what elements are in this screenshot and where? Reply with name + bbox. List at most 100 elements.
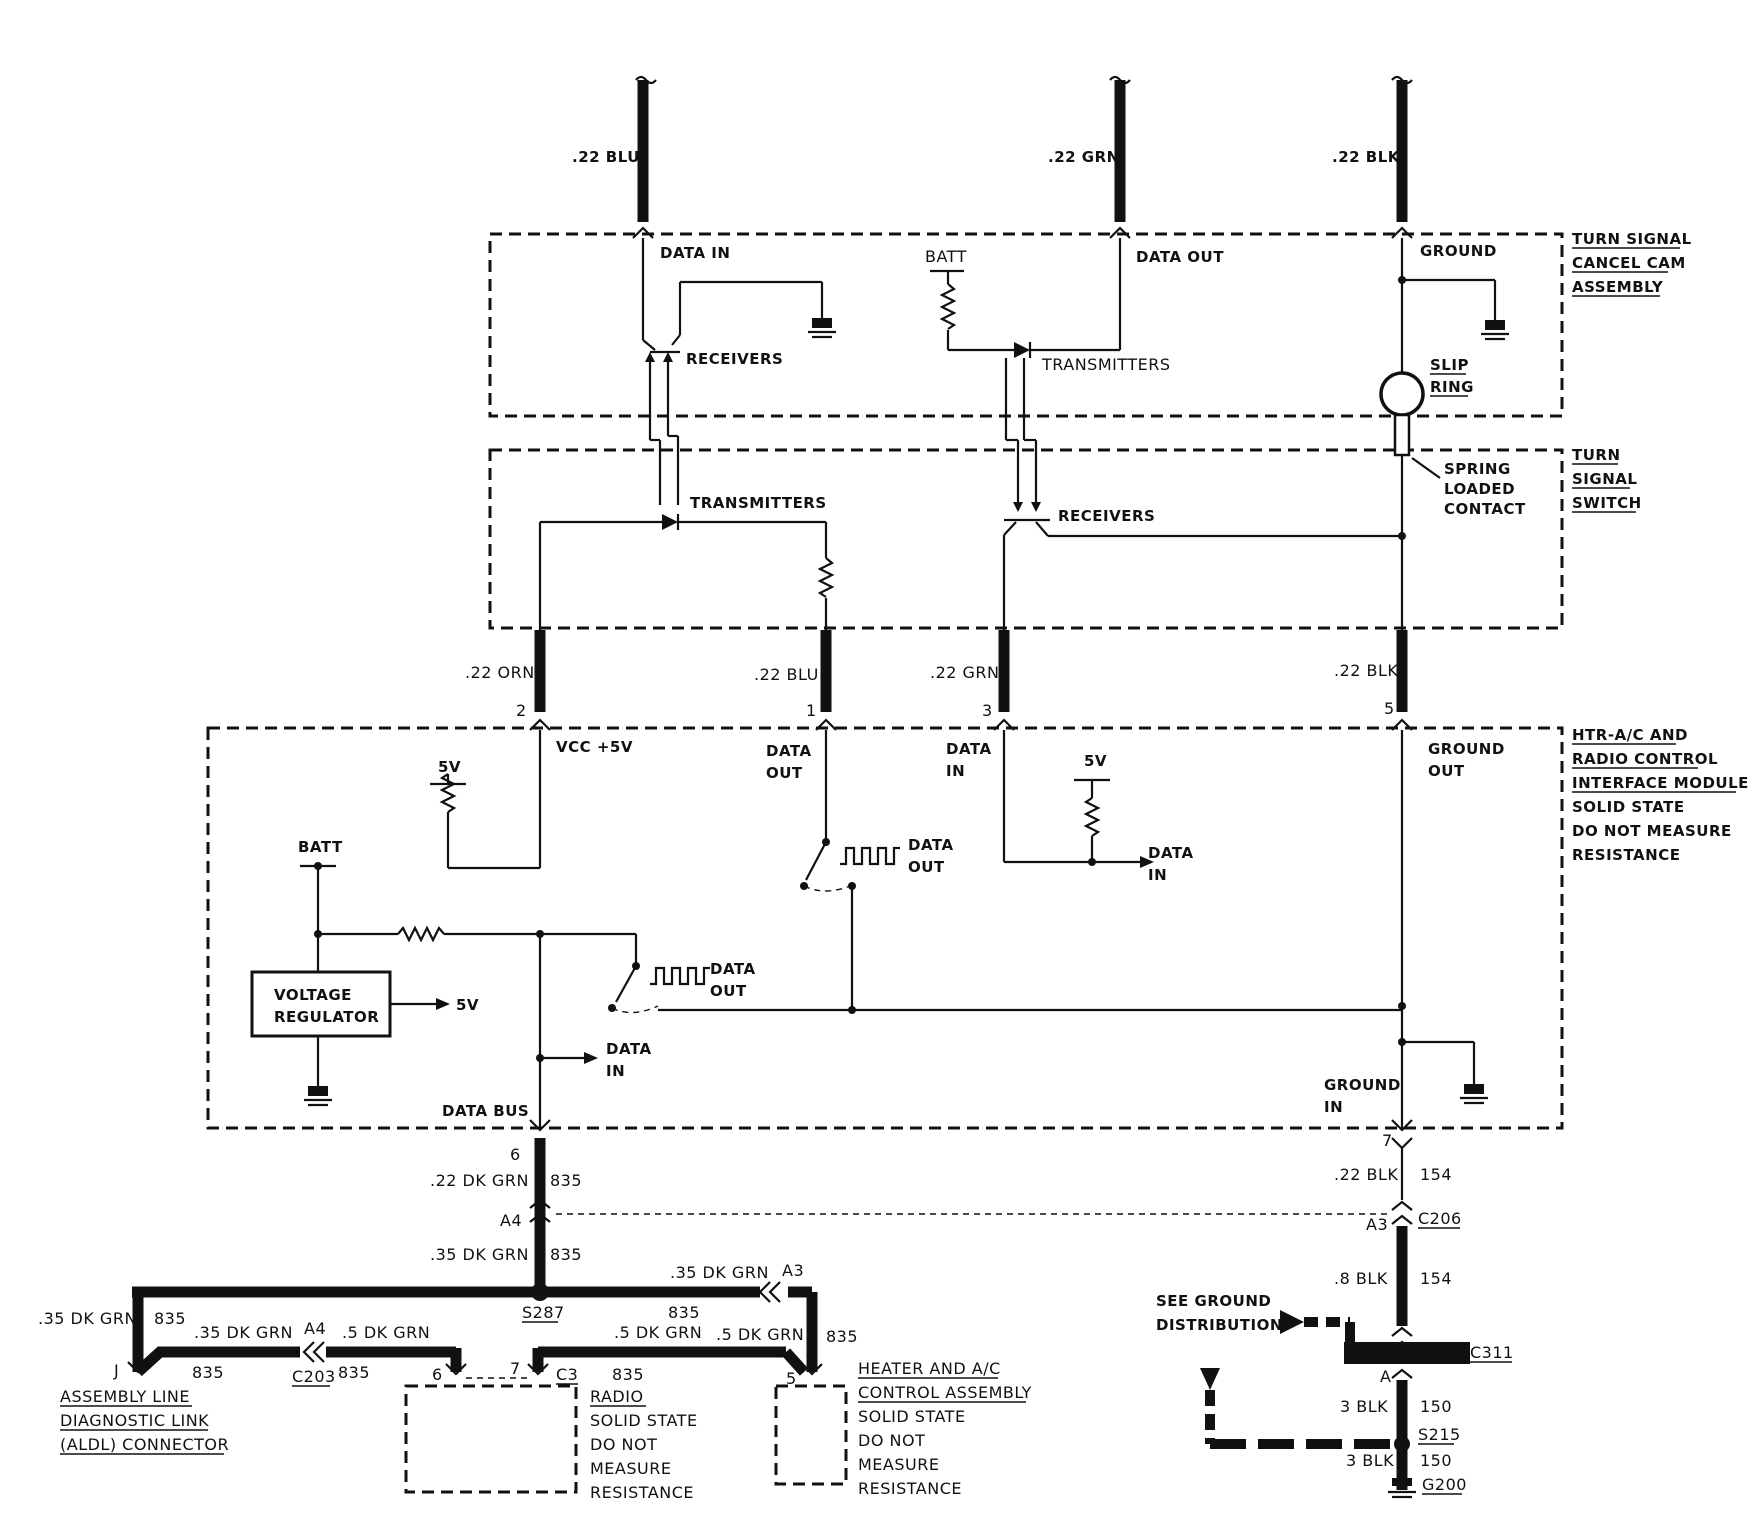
wire-label: .22 BLK xyxy=(1334,1165,1398,1184)
connector-icon xyxy=(1391,1368,1413,1379)
circuit-number: 835 xyxy=(550,1245,582,1264)
ground-label: GROUND xyxy=(1420,242,1497,260)
pulse-train-icon xyxy=(650,966,710,986)
pin-number: 5 xyxy=(786,1369,797,1388)
connector-icon xyxy=(1391,1137,1413,1150)
connector-label: C3 xyxy=(556,1365,578,1384)
splice-icon xyxy=(531,1283,549,1301)
component-title: HTR-A/C AND xyxy=(1572,726,1688,744)
resistor-icon xyxy=(1083,797,1101,837)
cancel-cam-assembly: TURN SIGNAL CANCEL CAM ASSEMBLY DATA IN … xyxy=(488,230,1691,418)
circuit-number: 835 xyxy=(154,1309,186,1328)
ground-icon xyxy=(812,318,832,328)
arrow-icon xyxy=(1280,1310,1304,1334)
circuit-number: 835 xyxy=(338,1363,370,1382)
connector-label: C311 xyxy=(1470,1343,1514,1362)
connector-icon xyxy=(1391,1214,1413,1225)
connector-icon xyxy=(527,1363,549,1376)
diode-icon xyxy=(662,514,678,530)
circuit-number: 835 xyxy=(612,1365,644,1384)
splice-label: S215 xyxy=(1418,1425,1461,1444)
radio-label: RESISTANCE xyxy=(590,1483,694,1502)
pin-number: 6 xyxy=(510,1145,521,1164)
c311-connector xyxy=(1344,1342,1470,1364)
component-boundary xyxy=(488,448,1564,630)
component-title: RADIO CONTROL xyxy=(1572,750,1718,768)
wire-label: .8 BLK xyxy=(1334,1269,1388,1288)
pin-number: 2 xyxy=(516,701,527,720)
see-ground-label: DISTRIBUTION xyxy=(1156,1316,1283,1334)
ground-icon xyxy=(1392,1478,1412,1486)
ground-out-label: GROUND xyxy=(1428,740,1505,758)
arrow-icon xyxy=(663,352,673,362)
connector-icon xyxy=(529,1212,551,1223)
wire-label: 3 BLK xyxy=(1340,1397,1388,1416)
ground-icon xyxy=(1485,320,1505,330)
heater-label: RESISTANCE xyxy=(858,1479,962,1498)
heater-label: SOLID STATE xyxy=(858,1407,966,1426)
slip-ring-label: RING xyxy=(1430,378,1474,396)
radio-box xyxy=(404,1384,578,1494)
ground-icon xyxy=(1464,1084,1484,1094)
heater-label: DO NOT xyxy=(858,1431,925,1450)
pin-number: 7 xyxy=(1382,1131,1393,1150)
slip-ring-label: SLIP xyxy=(1430,356,1469,374)
resistor-icon xyxy=(817,557,835,598)
connector-icon xyxy=(768,1281,781,1303)
connector-icon xyxy=(529,1198,551,1209)
data-out-label: OUT xyxy=(710,982,747,1000)
wire-label: .35 DK GRN xyxy=(194,1323,293,1342)
connector-label: A3 xyxy=(782,1261,804,1280)
pin-number: 6 xyxy=(432,1365,443,1384)
wire-label: .22 DK GRN xyxy=(430,1171,529,1190)
radio-label: RADIO xyxy=(590,1387,644,1406)
spring-contact-label: CONTACT xyxy=(1444,500,1526,518)
ground-in-label: IN xyxy=(1324,1098,1343,1116)
data-in-label: IN xyxy=(1148,866,1167,884)
connector-icon xyxy=(758,1281,771,1303)
mid-wires: .22 ORN .22 BLU .22 GRN .22 BLK 2 1 3 5 xyxy=(465,630,1413,731)
heater-label: CONTROL ASSEMBLY xyxy=(858,1383,1032,1402)
batt-label: BATT xyxy=(298,838,343,856)
wire-label: 3 BLK xyxy=(1346,1451,1394,1470)
data-out-label: DATA xyxy=(710,960,756,978)
pin-letter: J xyxy=(113,1361,119,1380)
see-ground-label: SEE GROUND xyxy=(1156,1292,1271,1310)
pin-number: 7 xyxy=(510,1359,521,1378)
pin-number: 5 xyxy=(1384,699,1395,718)
interface-module: HTR-A/C AND RADIO CONTROL INTERFACE MODU… xyxy=(206,726,1748,1130)
component-title: SWITCH xyxy=(1572,494,1642,512)
wire-label: .35 DK GRN xyxy=(430,1245,529,1264)
data-in-label: DATA xyxy=(946,740,992,758)
data-in-label: IN xyxy=(946,762,965,780)
regulator-label: VOLTAGE xyxy=(274,986,352,1004)
data-out-label: DATA xyxy=(766,742,812,760)
wire-label: .35 DK GRN xyxy=(670,1263,769,1282)
data-in-label: DATA IN xyxy=(660,244,730,262)
circuit-number: 154 xyxy=(1420,1269,1452,1288)
wire-label: .22 BLK xyxy=(1334,661,1398,680)
spring-contact-label: SPRING xyxy=(1444,460,1511,478)
data-in-label: DATA xyxy=(606,1040,652,1058)
wire-label: .22 ORN xyxy=(465,663,535,682)
splice-icon xyxy=(1394,1436,1410,1452)
component-title: CANCEL CAM xyxy=(1572,254,1686,272)
vcc-label: VCC +5V xyxy=(556,738,633,756)
wire-label: .35 DK GRN xyxy=(38,1309,137,1328)
ground-in-label: GROUND xyxy=(1324,1076,1401,1094)
data-in-label: DATA xyxy=(1148,844,1194,862)
wire-label: .22 GRN xyxy=(930,663,1000,682)
circuit-number: 835 xyxy=(192,1363,224,1382)
transmitters-label: TRANSMITTERS xyxy=(1041,355,1170,374)
connector-icon xyxy=(1391,1119,1413,1132)
voltage-label: 5V xyxy=(438,758,461,776)
component-title: TURN xyxy=(1572,446,1621,464)
circuit-number: 154 xyxy=(1420,1165,1452,1184)
voltage-label: 5V xyxy=(1084,752,1107,770)
heater-label: MEASURE xyxy=(858,1455,939,1474)
arrow-icon xyxy=(1031,502,1041,512)
resistor-icon xyxy=(397,925,445,943)
connector-icon xyxy=(302,1341,315,1363)
heater-label: HEATER AND A/C xyxy=(858,1359,1001,1378)
component-boundary xyxy=(488,232,1564,418)
